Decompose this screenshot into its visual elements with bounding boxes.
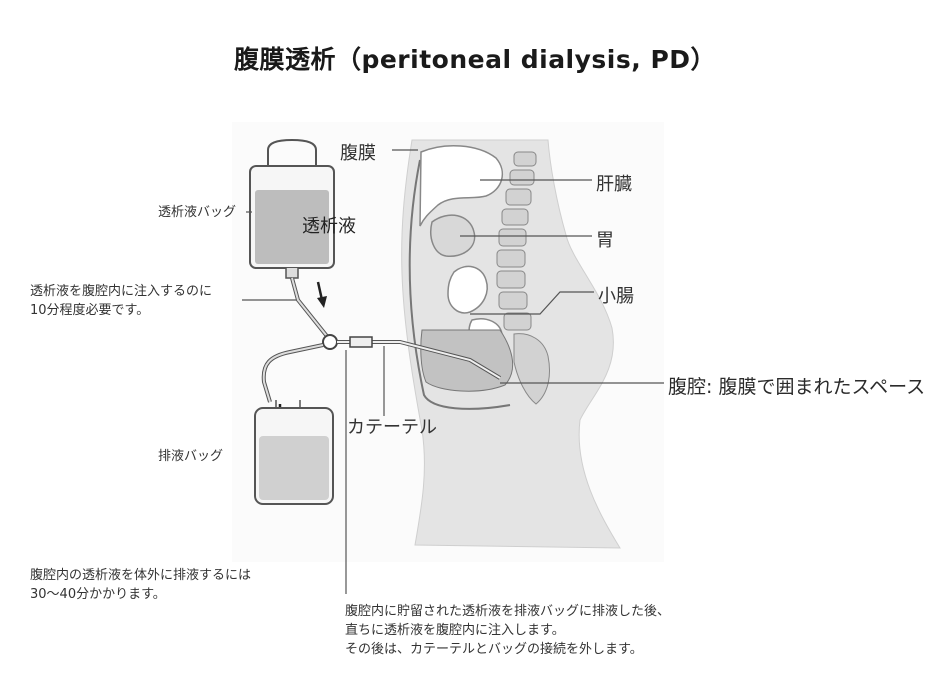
dialysate-bag-hanger — [267, 138, 317, 166]
leader-small-intestine — [470, 291, 594, 315]
peritoneal-cavity-label: 腹腔: 腹膜で囲まれたスペース — [668, 376, 926, 398]
exchange-note: 腹腔内に貯留された透析液を排液バッグに排液した後、 直ちに透析液を腹腔内に注入し… — [345, 602, 670, 659]
drain-time-note-line: 腹腔内の透析液を体外に排液するには — [30, 568, 252, 583]
fill-time-note: 透析液を腹腔内に注入するのに 10分程度必要です。 — [30, 282, 212, 320]
stomach-label: 胃 — [596, 230, 614, 251]
drain-tube — [261, 343, 324, 403]
dialysate-bag-outlet — [285, 268, 299, 279]
dialysate-label: 透析液 — [302, 216, 356, 237]
vertebra — [498, 291, 528, 310]
small-intestine-label: 小腸 — [598, 286, 634, 307]
vertebra — [496, 270, 526, 289]
vertebra — [501, 208, 529, 226]
fill-tube — [290, 277, 332, 342]
stomach-organ — [430, 214, 476, 257]
y-connector — [322, 334, 338, 350]
fill-flow-arrowhead — [317, 296, 327, 308]
liver-organ — [419, 145, 504, 227]
exchange-note-line: その後は、カテーテルとバッグの接続を外します。 — [345, 642, 643, 657]
vertebra — [498, 228, 527, 247]
page-title: 腹膜透析（peritoneal dialysis, PD） — [233, 45, 717, 74]
spine — [496, 151, 550, 405]
fill-time-note-line: 透析液を腹腔内に注入するのに — [30, 284, 213, 299]
fill-time-note-line: 10分程度必要です。 — [30, 303, 150, 318]
peritoneum-membrane — [408, 159, 511, 410]
dialysate-bag-label: 透析液バッグ — [158, 205, 237, 220]
vertebra — [505, 188, 532, 206]
exchange-note-line: 直ちに透析液を腹腔内に注入します。 — [345, 623, 565, 638]
fill-flow-arrow — [316, 281, 324, 301]
catheter-connector-sleeve — [349, 336, 373, 348]
drain-time-note: 腹腔内の透析液を体外に排液するには 30～40分かかります。 — [30, 566, 251, 604]
liver-label: 肝臓 — [596, 174, 632, 195]
exchange-note-line: 腹腔内に貯留された透析液を排液バッグに排液した後、 — [345, 604, 671, 619]
drain-tube-inner — [262, 344, 324, 403]
peritoneum-label: 腹膜 — [340, 143, 376, 164]
vertebra — [503, 312, 532, 331]
drain-time-note-line: 30～40分かかります。 — [30, 587, 166, 602]
vertebra — [496, 249, 526, 268]
catheter-label: カテーテル — [347, 417, 437, 438]
drain-fluid — [259, 436, 329, 500]
dialysate-fluid — [255, 190, 329, 264]
fill-tube-inner — [291, 277, 331, 341]
drain-bag-label: 排液バッグ — [158, 449, 224, 464]
vertebra — [513, 151, 537, 167]
small-intestine-organ — [447, 265, 488, 314]
sacrum — [513, 333, 550, 405]
vertebra — [509, 169, 535, 186]
